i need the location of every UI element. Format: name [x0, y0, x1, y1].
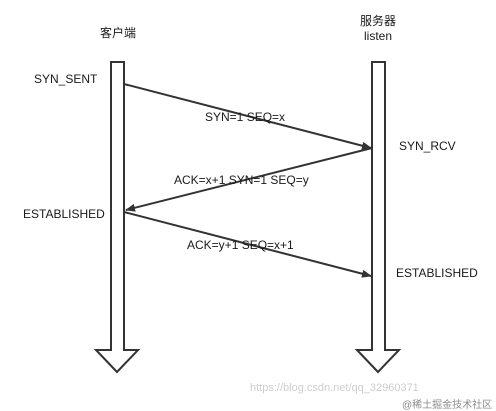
server-state-established: ESTABLISHED — [396, 266, 478, 280]
server-subtitle-text: listen — [363, 29, 392, 43]
ack-message-arrow — [123, 211, 372, 278]
ack-message-label: ACK=y+1 SEQ=x+1 — [187, 238, 294, 252]
server-title: 服务器 listen — [346, 14, 410, 44]
client-lifeline — [93, 61, 141, 374]
client-state-established: ESTABLISHED — [23, 207, 105, 221]
server-lifeline — [354, 61, 402, 374]
community-watermark: @稀土掘金技术社区 — [402, 400, 493, 411]
client-title-text: 客户端 — [99, 26, 136, 40]
server-state-syn-rcv: SYN_RCV — [399, 139, 456, 153]
syn-ack-message-label: ACK=x+1 SYN=1 SEQ=y — [174, 173, 309, 187]
syn-message-arrow — [123, 83, 372, 150]
blog-watermark: https://blog.csdn.net/qq_32960371 — [250, 382, 419, 394]
syn-message-label: SYN=1 SEQ=x — [205, 110, 286, 124]
syn-ack-message-arrow — [125, 147, 373, 212]
server-title-text: 服务器 — [359, 14, 396, 28]
client-title: 客户端 — [86, 26, 150, 41]
client-state-syn-sent: SYN_SENT — [34, 72, 98, 86]
